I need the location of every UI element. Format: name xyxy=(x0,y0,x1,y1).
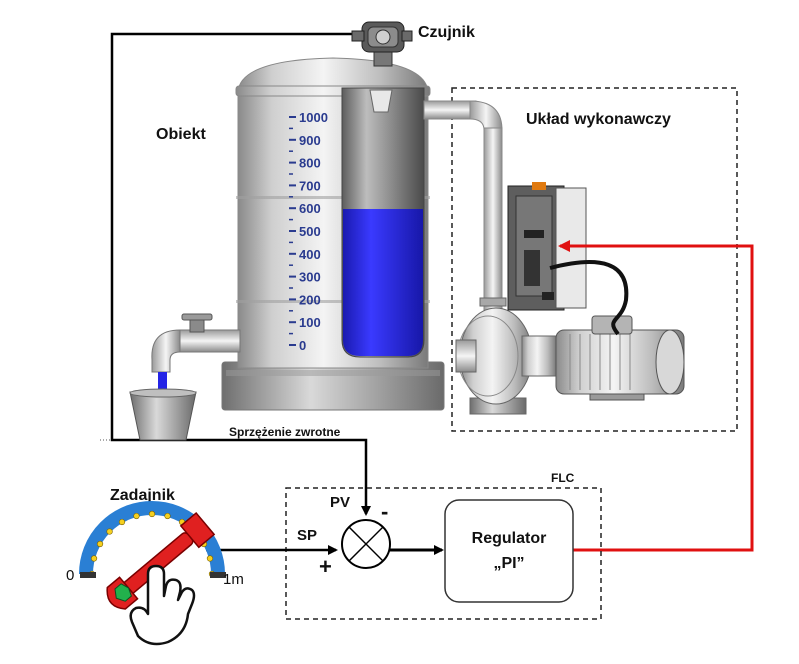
actuator-boundary xyxy=(451,87,738,432)
scale-label: 900 xyxy=(299,133,321,148)
flc-boundary xyxy=(285,487,602,620)
flc-label: FLC xyxy=(551,471,575,485)
scale-label: 600 xyxy=(299,201,321,216)
feedback-line xyxy=(100,32,371,516)
dial-dot xyxy=(96,540,104,548)
control-signal-line xyxy=(558,240,754,552)
setpoint-dial[interactable] xyxy=(79,501,226,578)
wrench-icon xyxy=(106,511,216,610)
dial-dot xyxy=(106,528,113,535)
dial-dot xyxy=(90,555,98,562)
regulator-block xyxy=(444,499,574,603)
dial-dot xyxy=(164,512,171,520)
scale-label: 100 xyxy=(299,315,321,330)
setpoint-device-label: Zadajnik xyxy=(110,487,175,504)
centrifugal-pump-icon xyxy=(455,307,557,415)
dial-dot xyxy=(206,555,214,562)
scale-label: 700 xyxy=(299,178,321,193)
summing-junction-icon xyxy=(341,519,391,569)
regulator-label-line1: Regulator xyxy=(472,530,547,547)
object-label: Obiekt xyxy=(156,126,206,143)
dial-dot xyxy=(133,512,140,520)
scale-label: 0 xyxy=(299,338,306,353)
hand-icon xyxy=(129,564,196,646)
dial-dot xyxy=(148,510,156,518)
discharge-pipe xyxy=(423,100,507,311)
plus-sign: + xyxy=(319,554,332,579)
tank-liquid xyxy=(343,209,423,356)
regulator-label-line2: „PI” xyxy=(493,555,524,572)
dial-dot xyxy=(118,518,126,526)
dial-min-label: 0 xyxy=(66,567,74,584)
scale-label: 1000 xyxy=(299,110,328,125)
sensor-label: Czujnik xyxy=(418,24,475,41)
actuator-label: Układ wykonawczy xyxy=(526,111,671,128)
scale-label: 200 xyxy=(299,292,321,307)
pressure-transmitter-icon xyxy=(351,21,413,67)
scale-label: 300 xyxy=(299,270,321,285)
dial-max-label: 1m xyxy=(223,571,244,588)
electric-motor-icon xyxy=(555,315,685,401)
scale-label: 500 xyxy=(299,224,321,239)
scale-label: 800 xyxy=(299,156,321,171)
bucket xyxy=(129,388,197,441)
pv-label: PV xyxy=(330,494,350,511)
feedback-label: Sprzężenie zwrotne xyxy=(229,425,341,439)
outlet-tap xyxy=(151,313,241,392)
minus-sign: - xyxy=(381,499,388,524)
motor-cable xyxy=(549,260,629,336)
scale-label: 400 xyxy=(299,247,321,262)
sp-label: SP xyxy=(297,527,317,544)
